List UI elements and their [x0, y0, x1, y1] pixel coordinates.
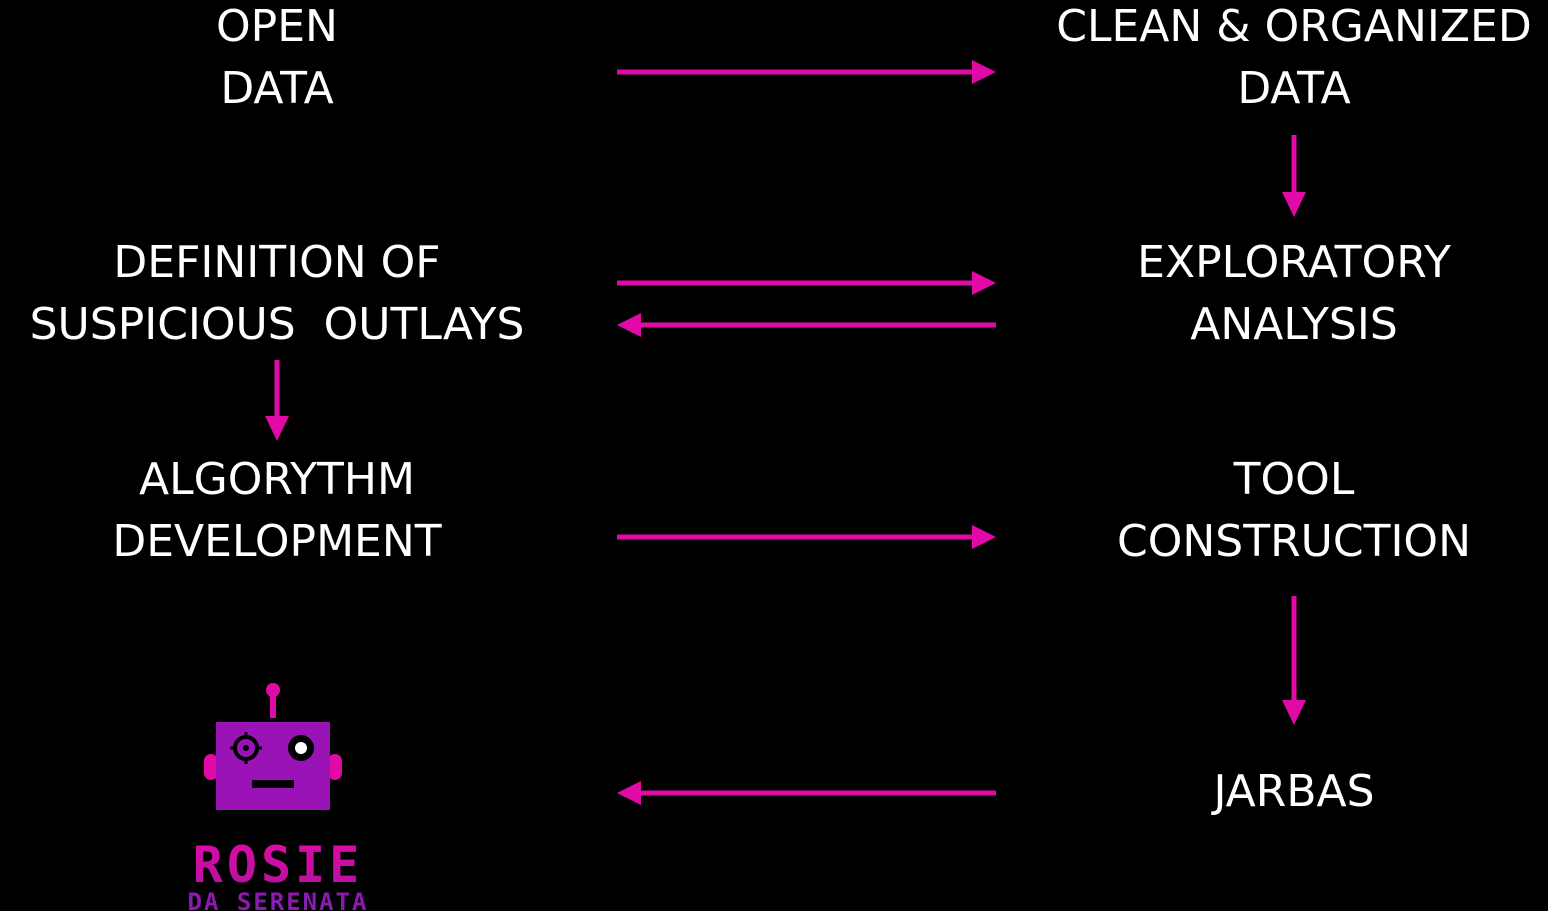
node-jarbas: JARBAS	[1094, 761, 1494, 823]
node-clean-organized-data: CLEAN & ORGANIZED DATA	[1040, 0, 1548, 120]
node-open-data-line-2: DATA	[220, 63, 334, 114]
arrow-definition-to-algorithm	[265, 360, 289, 441]
node-definition-line-1: DEFINITION OF	[113, 237, 441, 288]
arrow-clean-to-exploratory	[1282, 135, 1306, 217]
robot-icon	[204, 683, 342, 810]
node-exploratory-analysis: EXPLORATORY ANALYSIS	[1094, 232, 1494, 356]
node-clean-data-line-1: CLEAN & ORGANIZED	[1056, 1, 1532, 52]
node-tool-line-2: CONSTRUCTION	[1117, 516, 1471, 567]
node-clean-data-line-2: DATA	[1237, 63, 1351, 114]
node-exploratory-line-2: ANALYSIS	[1190, 299, 1398, 350]
arrow-open-to-clean	[617, 60, 996, 84]
logo-title: ROSIE	[193, 838, 364, 894]
arrow-tool-to-jarbas	[1282, 596, 1306, 725]
node-open-data: OPEN DATA	[77, 0, 477, 120]
node-tool-line-1: TOOL	[1233, 454, 1355, 505]
arrow-definition-to-exploratory	[617, 271, 996, 295]
node-algorithm-development: ALGORYTHM DEVELOPMENT	[77, 449, 477, 573]
node-open-data-line-1: OPEN	[216, 1, 338, 52]
node-tool-construction: TOOL CONSTRUCTION	[1094, 449, 1494, 573]
node-definition-line-2: SUSPICIOUS OUTLAYS	[29, 299, 525, 350]
node-algorithm-line-1: ALGORYTHM	[139, 454, 415, 505]
rosie-da-serenata-logo: ROSIE DA SERENATA	[188, 838, 369, 911]
node-jarbas-label: JARBAS	[1213, 766, 1375, 817]
node-algorithm-line-2: DEVELOPMENT	[112, 516, 442, 567]
node-definition-suspicious-outlays: DEFINITION OF SUSPICIOUS OUTLAYS	[0, 232, 554, 356]
node-exploratory-line-1: EXPLORATORY	[1137, 237, 1451, 288]
robot-target-eye	[230, 732, 262, 764]
arrow-exploratory-to-definition	[617, 313, 996, 337]
logo-subtitle: DA SERENATA	[188, 888, 369, 911]
arrow-algorithm-to-tool	[617, 525, 996, 549]
arrow-jarbas-to-rosie	[617, 781, 996, 805]
